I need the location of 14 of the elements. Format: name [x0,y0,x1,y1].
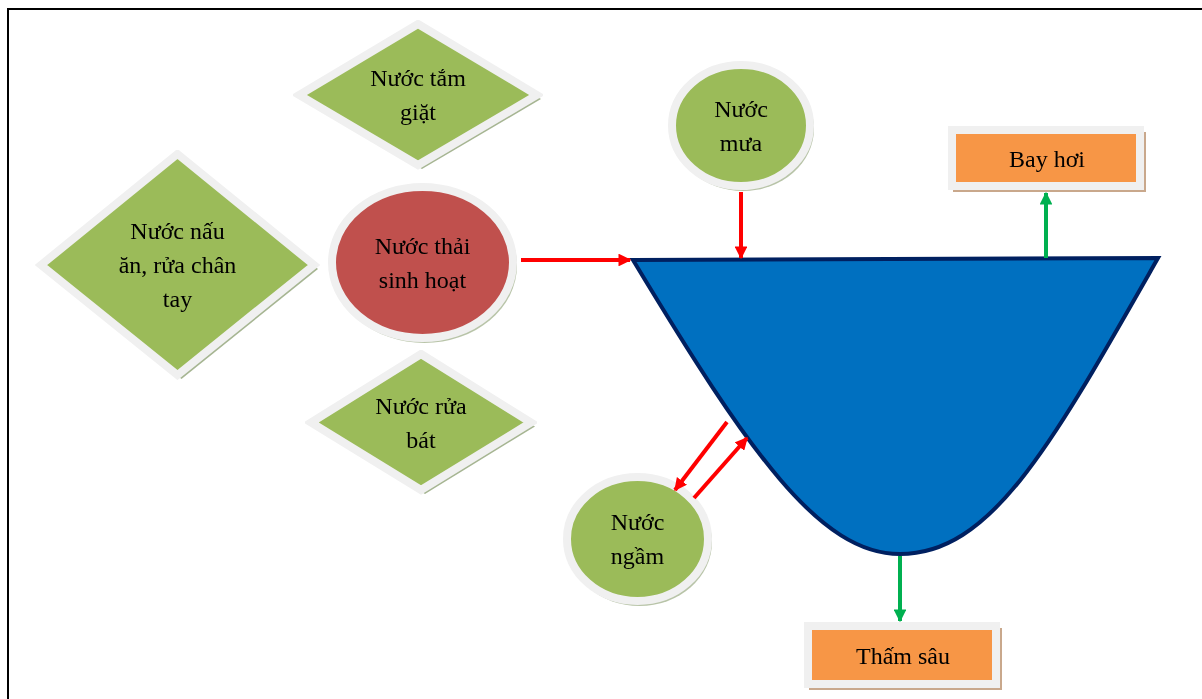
node-label: Thấm sâu [856,642,950,671]
node-label: Bay hơi [1009,145,1085,174]
arrow [734,192,748,260]
node-label: Nước mưa [713,94,769,158]
node-label: Nước nấu ăn, rửa chân tay [118,217,237,314]
node-label: Nước ngầm [609,508,666,571]
arrow [692,436,749,500]
arrow [893,556,907,623]
node-label: Nước tắm giặt [369,64,467,127]
arrow [1039,191,1053,258]
arrow [673,420,729,492]
arrow [521,253,632,267]
node-label: Nước thải sinh hoạt [373,231,472,295]
node-label: Nước rửa bát [374,391,468,455]
